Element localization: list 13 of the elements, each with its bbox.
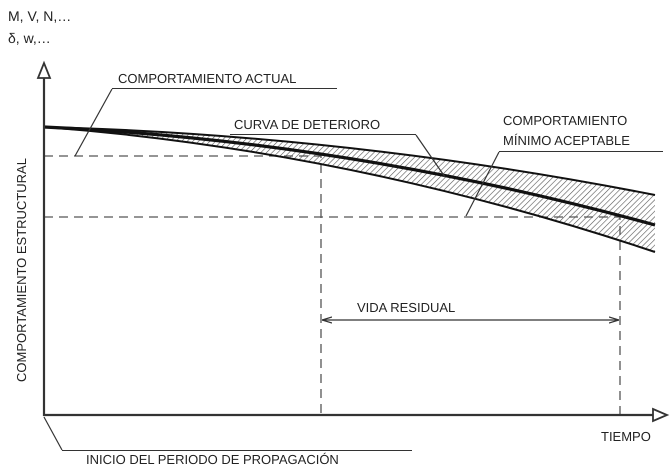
dimension-label: VIDA RESIDUAL: [357, 300, 456, 316]
leader-line: [74, 88, 113, 156]
leader-label: COMPORTAMIENTO MÍNIMO ACEPTABLE: [499, 111, 663, 152]
axis-title: COMPORTAMIENTO ESTRUCTURAL: [14, 158, 30, 382]
leader-label: INICIO DEL PERIODO DE PROPAGACIÓN: [62, 450, 412, 469]
leader-line: [465, 152, 500, 216]
axis-quantity-label: δ, w,…: [8, 30, 51, 46]
leader-line: [43, 416, 63, 450]
leader-label: CURVA DE DETERIORO: [230, 116, 416, 135]
axis-quantity-label: M, V, N,…: [8, 8, 72, 24]
axis-title: TIEMPO: [601, 429, 651, 445]
leader-line: [416, 134, 446, 178]
leader-label: COMPORTAMIENTO ACTUAL: [112, 70, 337, 89]
